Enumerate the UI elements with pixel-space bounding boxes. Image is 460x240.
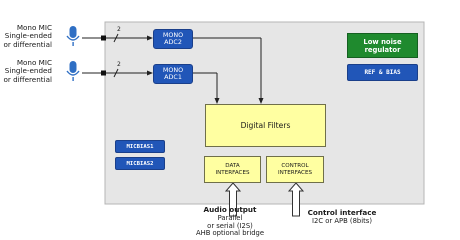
mic-label-bottom: Mono MIC Single-ended or differential xyxy=(3,58,52,84)
pad-top xyxy=(101,35,106,41)
mic-label-line: Mono MIC xyxy=(16,58,52,67)
mic-label-top: Mono MIC Single-ended or differential xyxy=(3,23,52,49)
mic-label-line: Single-ended xyxy=(4,66,52,76)
adc1-to-filters xyxy=(193,72,218,101)
audio-output-caption: Audio output Parallel or serial (I2S) AH… xyxy=(170,206,290,238)
audio-output-line: AHB optional bridge xyxy=(195,229,265,238)
control-interface-line: I2C or APB (8bits) xyxy=(312,216,372,225)
adc2-to-filters xyxy=(193,37,262,101)
mic-line-top xyxy=(82,33,150,43)
control-interface-caption: Control interface I2C or APB (8bits) xyxy=(292,209,392,226)
mic-label-line: Single-ended xyxy=(4,31,52,41)
bus-width-top: 2 xyxy=(117,26,121,33)
control-interface-arrow xyxy=(287,182,305,217)
bus-width-bottom: 2 xyxy=(117,61,121,68)
data-interfaces-block: DATA INTERFACES xyxy=(204,156,261,183)
digital-filters-block: Digital Filters xyxy=(205,104,326,147)
audio-output-title: Audio output xyxy=(203,205,257,214)
audio-output-line: Parallel xyxy=(217,213,243,222)
mic-label-line: or differential xyxy=(3,74,52,84)
pad-bottom xyxy=(101,70,106,76)
audio-output-line: or serial (I2S) xyxy=(207,221,253,230)
mic-line-bottom xyxy=(82,68,150,78)
control-interfaces-block: CONTROL INTERFACES xyxy=(266,156,324,183)
mic-label-line: Mono MIC xyxy=(16,23,52,32)
adc2-block: MONO ADC2 xyxy=(153,29,193,49)
control-interface-title: Control interface xyxy=(307,208,377,217)
micbias1-block: MICBIAS1 xyxy=(115,140,165,153)
micbias2-block: MICBIAS2 xyxy=(115,157,165,170)
low-noise-regulator-block: Low noise regulator xyxy=(347,33,418,58)
audio-output-arrow xyxy=(224,182,242,217)
ref-bias-block: REF & BIAS xyxy=(347,64,418,81)
microphone-icon-bottom xyxy=(66,61,80,81)
microphone-icon-top xyxy=(66,26,80,46)
adc1-block: MONO ADC1 xyxy=(153,64,193,84)
mic-label-line: or differential xyxy=(3,39,52,49)
